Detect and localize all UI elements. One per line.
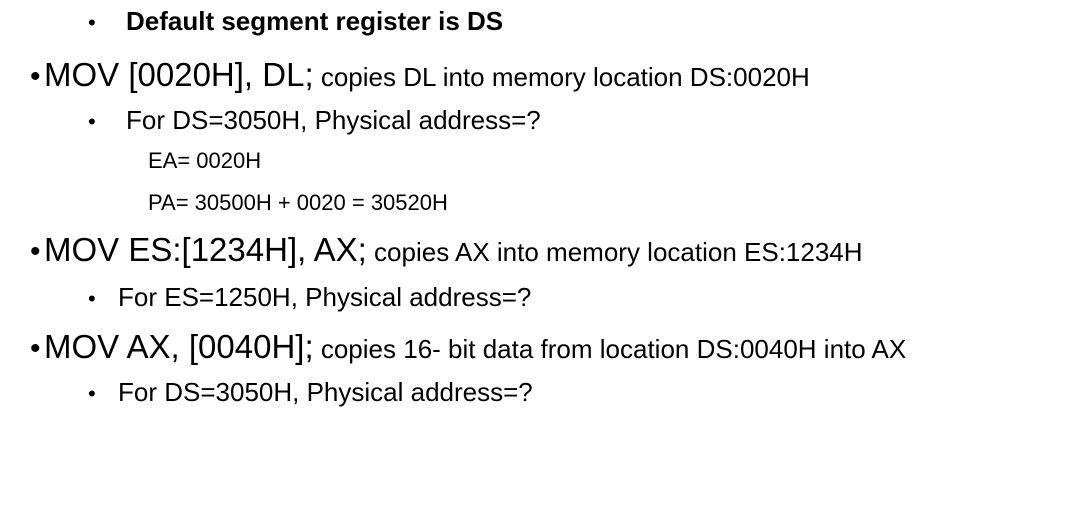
question-text: For ES=1250H, Physical address=?	[118, 282, 532, 312]
instruction-description: copies 16- bit data from location DS:004…	[313, 334, 907, 364]
question-text: For DS=3050H, Physical address=?	[118, 377, 533, 407]
mov-dl-instruction: •MOV [0020H], DL; copies DL into memory …	[30, 58, 810, 92]
mov-ax-instruction: •MOV AX, [0040H]; copies 16- bit data fr…	[30, 330, 906, 364]
bullet-icon: •	[88, 10, 96, 35]
instruction-code: MOV [0020H], DL;	[44, 56, 314, 93]
default-segment-note: • Default segment register is DS	[88, 8, 503, 34]
instruction-description: copies AX into memory location ES:1234H	[366, 237, 863, 267]
mov-es-question: • For ES=1250H, Physical address=?	[88, 284, 531, 310]
effective-address-line: EA= 0020H	[148, 148, 262, 173]
question-text: For DS=3050H, Physical address=?	[126, 105, 541, 135]
bullet-icon: •	[88, 381, 96, 406]
bullet-icon: •	[88, 286, 96, 311]
mov-es-instruction: •MOV ES:[1234H], AX; copies AX into memo…	[30, 233, 863, 267]
instruction-description: copies DL into memory location DS:0020H	[313, 62, 810, 92]
bullet-icon: •	[30, 332, 41, 365]
instruction-code: MOV ES:[1234H], AX;	[44, 231, 367, 268]
default-segment-text: Default segment register is DS	[126, 6, 504, 36]
bullet-icon: •	[30, 235, 41, 268]
bullet-icon: •	[30, 60, 41, 93]
mov-ax-question: • For DS=3050H, Physical address=?	[88, 379, 533, 405]
mov-dl-question: • For DS=3050H, Physical address=?	[88, 107, 541, 133]
physical-address-line: PA= 30500H + 0020 = 30520H	[148, 190, 448, 215]
bullet-icon: •	[88, 109, 96, 134]
instruction-code: MOV AX, [0040H];	[44, 328, 314, 365]
